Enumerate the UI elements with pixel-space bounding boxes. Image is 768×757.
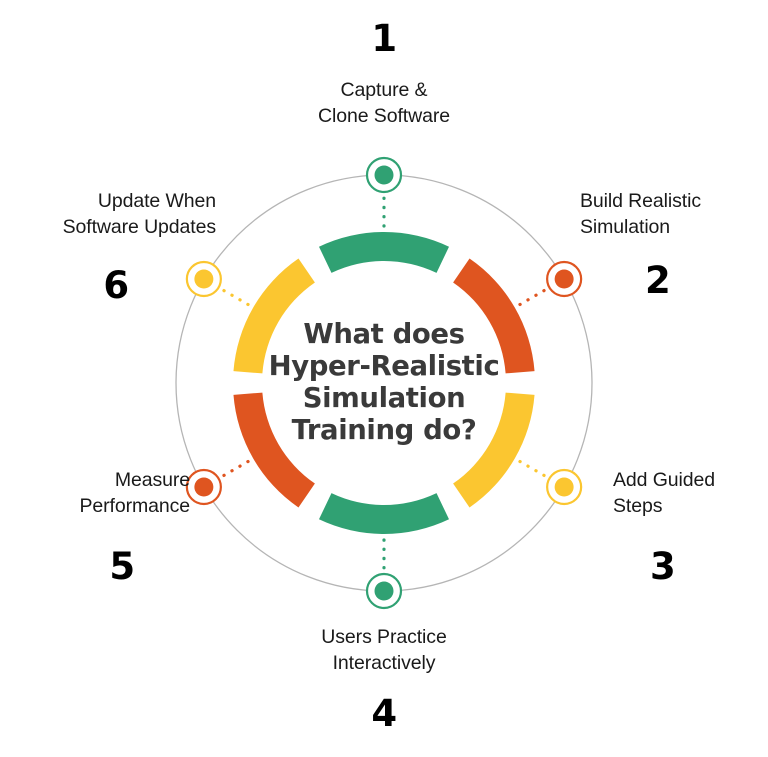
step-number-5: 5 xyxy=(109,545,135,588)
step-number-1: 1 xyxy=(371,17,397,60)
ring-segment-5[interactable] xyxy=(233,392,315,508)
step-number-2: 2 xyxy=(645,259,671,302)
step-label-5: Measure Performance xyxy=(79,469,190,517)
connector-dots-6 xyxy=(218,286,250,307)
ring-segment-3[interactable] xyxy=(453,392,535,508)
ring-segment-4[interactable] xyxy=(318,493,450,534)
step-markers-group xyxy=(185,156,583,610)
step-label-6: Update When Software Updates xyxy=(62,190,217,238)
step-marker-dot-icon-6[interactable] xyxy=(194,269,214,289)
ring-segment-1[interactable] xyxy=(318,232,450,273)
connector-dots-5 xyxy=(218,459,250,480)
step-label-3: Add Guided Steps xyxy=(613,469,715,517)
step-marker-dot-icon-5[interactable] xyxy=(194,477,214,497)
ring-segment-6[interactable] xyxy=(233,258,315,374)
step-marker-dot-icon-2[interactable] xyxy=(554,269,574,289)
step-marker-dot-icon-1[interactable] xyxy=(374,165,394,185)
step-label-2: Build Realistic Simulation xyxy=(580,190,701,238)
step-number-3: 3 xyxy=(650,545,676,588)
ring-segment-2[interactable] xyxy=(453,258,535,374)
step-marker-dot-icon-4[interactable] xyxy=(374,581,394,601)
ring-segments-group xyxy=(233,232,535,534)
step-label-1: Capture & Clone Software xyxy=(318,79,450,127)
step-number-6: 6 xyxy=(103,264,129,307)
connector-dots-3 xyxy=(518,459,550,480)
center-question-title: What does Hyper-Realistic Simulation Tra… xyxy=(268,318,500,446)
connector-dots-2 xyxy=(518,286,550,307)
step-number-4: 4 xyxy=(371,692,397,735)
step-marker-dot-icon-3[interactable] xyxy=(554,477,574,497)
dotted-connectors-group xyxy=(218,192,550,574)
step-label-4: Users Practice Interactively xyxy=(321,626,447,674)
